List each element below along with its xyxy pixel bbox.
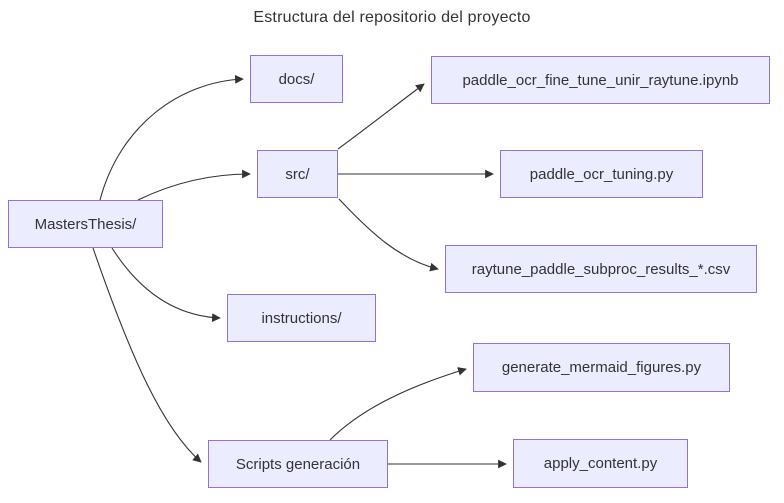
node-docs-label: docs/ (278, 70, 315, 88)
node-tuning: paddle_ocr_tuning.py (500, 150, 703, 198)
edge-mastersthesis-scriptsgeneracion (92, 247, 202, 463)
edge-scriptsgeneracion-generatemermaid (329, 367, 467, 441)
node-csv: raytune_paddle_subproc_results_*.csv (445, 245, 757, 293)
diagram-title: Estructura del repositorio del proyecto (253, 9, 531, 26)
edge-src-ipynb (337, 83, 425, 150)
edge-mastersthesis-docs (99, 74, 244, 201)
edge-mastersthesis-instructions (111, 247, 221, 323)
node-ipynb-label: paddle_ocr_fine_tune_unir_raytune.ipynb (462, 71, 739, 89)
node-ipynb: paddle_ocr_fine_tune_unir_raytune.ipynb (431, 56, 770, 104)
edge-mastersthesis-src (137, 169, 251, 201)
node-src-label: src/ (285, 165, 310, 183)
node-scripts-generacion: Scripts generación (208, 440, 388, 488)
node-masters-thesis-label: MastersThesis/ (34, 215, 137, 233)
node-csv-label: raytune_paddle_subproc_results_*.csv (471, 260, 731, 278)
node-instructions: instructions/ (227, 294, 376, 342)
node-tuning-label: paddle_ocr_tuning.py (529, 165, 674, 183)
node-src: src/ (257, 150, 338, 198)
edge-src-csv (338, 198, 439, 272)
node-apply-content-label: apply_content.py (543, 455, 658, 472)
node-generate-mermaid: generate_mermaid_figures.py (473, 343, 730, 392)
node-masters-thesis: MastersThesis/ (8, 200, 163, 248)
node-generate-mermaid-label: generate_mermaid_figures.py (501, 359, 702, 376)
node-apply-content: apply_content.py (513, 439, 688, 488)
node-scripts-generacion-label: Scripts generación (235, 455, 361, 473)
node-instructions-label: instructions/ (261, 309, 342, 327)
node-docs: docs/ (250, 55, 343, 103)
